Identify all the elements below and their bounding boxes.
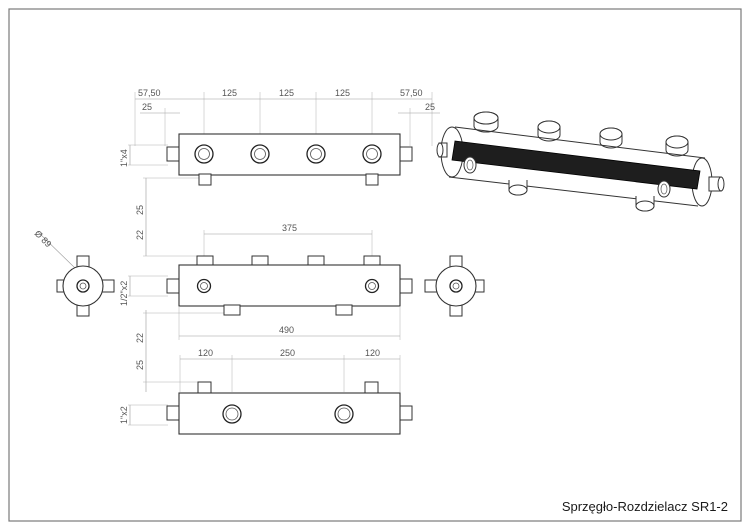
- dim-top-thread: 1"x4: [119, 149, 129, 167]
- dim-mid-gap-top: 22: [135, 230, 145, 240]
- right-end-view: [424, 255, 485, 317]
- dim-mid-length: 490: [279, 325, 294, 335]
- dim-top-end-left: 25: [142, 102, 152, 112]
- bottom-view: 120 250 120 25 1"x2: [119, 348, 413, 435]
- dim-top-125-a: 125: [222, 88, 237, 98]
- dim-mid-span: 375: [282, 223, 297, 233]
- dim-mid-gap-bottom: 22: [135, 333, 145, 343]
- left-end-view: Ø 89: [33, 228, 115, 317]
- dim-bot-250: 250: [280, 348, 295, 358]
- dim-top-5750-right: 57,50: [400, 88, 423, 98]
- dim-top-end-right: 25: [425, 102, 435, 112]
- middle-view: 375 22 1/2"x2 22 490 Ø 89: [33, 222, 485, 352]
- drawing-title: Sprzęgło-Rozdzielacz SR1-2: [561, 499, 728, 514]
- middle-view-body: [178, 264, 401, 307]
- dim-top-125-c: 125: [335, 88, 350, 98]
- dim-top-125-b: 125: [279, 88, 294, 98]
- dim-mid-thread: 1/2"x2: [119, 281, 129, 306]
- dim-top-5750-left: 57,50: [138, 88, 161, 98]
- isometric-view: [436, 111, 725, 212]
- dim-bot-thread: 1"x2: [119, 406, 129, 424]
- dim-bot-gap: 25: [135, 360, 145, 370]
- bottom-view-body: [178, 392, 401, 435]
- dim-bot-120-left: 120: [198, 348, 213, 358]
- dim-bot-120-right: 120: [365, 348, 380, 358]
- sheet-frame: [8, 8, 742, 522]
- dim-top-gap: 25: [135, 205, 145, 215]
- dim-diameter: Ø 89: [33, 228, 54, 249]
- top-view: 57,50 125 125 125 57,50 25 25 1"x4 25: [119, 88, 440, 222]
